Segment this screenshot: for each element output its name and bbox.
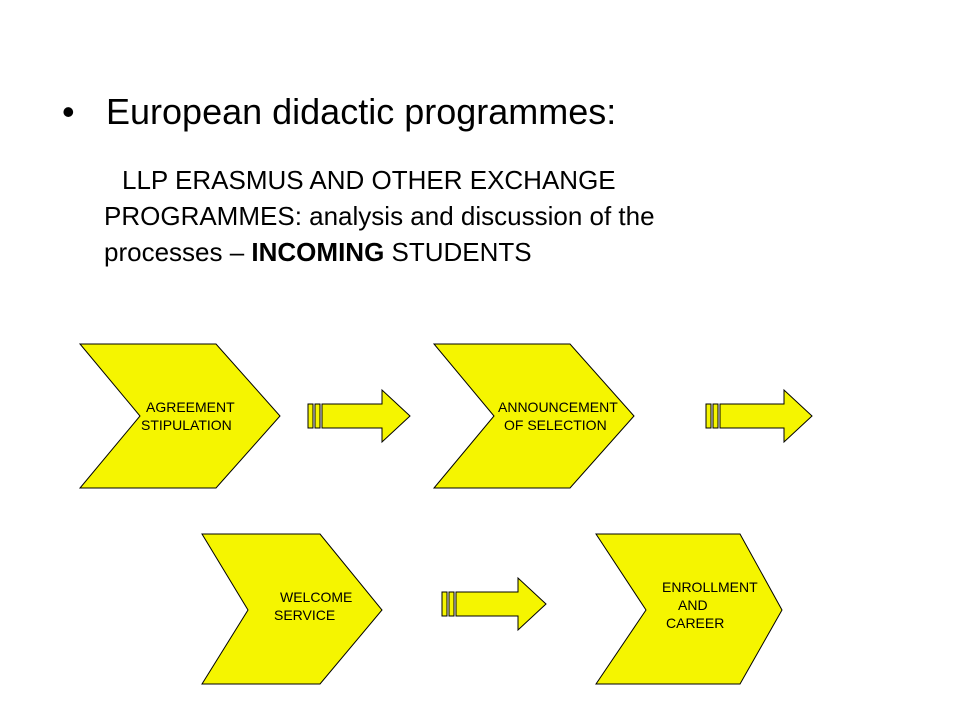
- process-step-4: ENROLLMENT AND CAREER: [595, 533, 783, 685]
- arrow-3-bar-1: [441, 591, 448, 617]
- subtitle-line-3-a: processes –: [104, 237, 252, 267]
- chevron-shape-2: [432, 343, 635, 489]
- subtitle-line-1: LLP ERASMUS AND OTHER EXCHANGE: [122, 165, 616, 195]
- arrow-2-bar-2: [712, 403, 719, 429]
- arrow-3-head: [455, 576, 547, 632]
- arrow-1-head: [321, 388, 411, 444]
- page-title: European didactic programmes:: [106, 91, 617, 132]
- step-4-label: ENROLLMENT AND CAREER: [662, 579, 761, 631]
- subtitle-line-2-a: PROGRAMMES: [104, 201, 295, 231]
- subtitle-line-2-b: : analysis and discussion of the: [294, 201, 655, 231]
- chevron-shape-4: [595, 533, 783, 685]
- title-bullet-line: • European didactic programmes:: [62, 88, 616, 136]
- subtitle-emphasis: INCOMING: [251, 237, 385, 267]
- arrow-2-head: [719, 388, 813, 444]
- process-step-3: WELCOME SERVICE: [201, 533, 383, 685]
- arrow-1-bar-1: [307, 403, 314, 429]
- chevron-shape-3: [201, 533, 383, 685]
- arrow-1-bar-2: [314, 403, 321, 429]
- arrow-2-bar-1: [705, 403, 712, 429]
- arrow-3-bar-2: [448, 591, 455, 617]
- step-3-line-1: WELCOME: [280, 589, 352, 605]
- process-step-1: AGREEMENT STIPULATION: [78, 343, 281, 489]
- step-3-line-2: SERVICE: [274, 607, 335, 623]
- step-3-label: WELCOME SERVICE: [274, 589, 356, 623]
- subtitle-line-3-b: STUDENTS: [384, 237, 532, 267]
- step-1-line-2: STIPULATION: [141, 417, 232, 433]
- chevron-shape-1: [78, 343, 281, 489]
- subtitle: LLP ERASMUS AND OTHER EXCHANGE PROGRAMME…: [104, 162, 864, 270]
- step-1-line-1: AGREEMENT: [146, 399, 235, 415]
- step-2-line-1: ANNOUNCEMENT: [498, 399, 618, 415]
- subtitle-line-3: processes – INCOMING STUDENTS: [104, 234, 864, 270]
- subtitle-line-2: PROGRAMMES: analysis and discussion of t…: [104, 198, 864, 234]
- step-2-label: ANNOUNCEMENT OF SELECTION: [498, 399, 621, 433]
- step-2-line-2: OF SELECTION: [504, 417, 607, 433]
- bullet-dot: •: [62, 91, 75, 132]
- process-step-2: ANNOUNCEMENT OF SELECTION: [432, 343, 635, 489]
- flow-arrow-3: [441, 576, 547, 632]
- flow-arrow-1: [307, 388, 411, 444]
- step-4-line-1: ENROLLMENT: [662, 579, 758, 595]
- step-4-line-2: AND: [678, 597, 708, 613]
- step-1-label: AGREEMENT STIPULATION: [141, 399, 238, 433]
- step-4-line-3: CAREER: [666, 615, 724, 631]
- flow-arrow-2: [705, 388, 813, 444]
